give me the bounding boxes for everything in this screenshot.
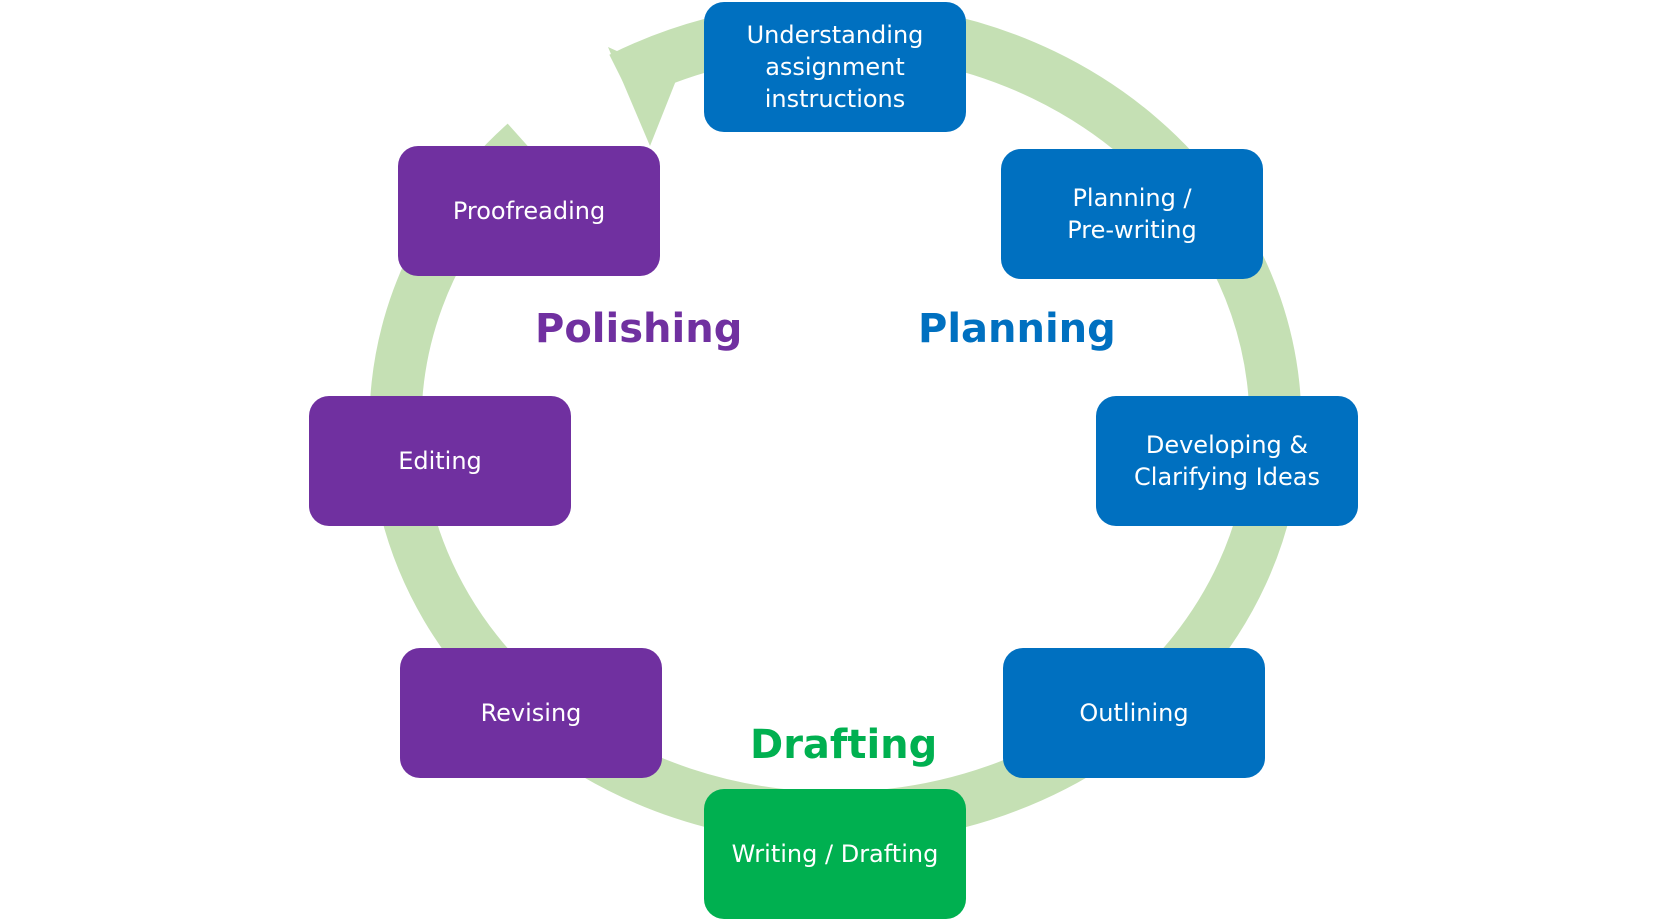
step-outlining: Outlining	[1003, 648, 1265, 778]
cycle-arrow-head-icon	[608, 47, 677, 146]
phase-label-drafting: Drafting	[750, 722, 938, 768]
phase-label-polishing: Polishing	[535, 306, 743, 352]
step-editing: Editing	[309, 396, 571, 526]
step-planning-prewriting: Planning / Pre-writing	[1001, 149, 1263, 279]
step-developing-clarifying-ideas: Developing & Clarifying Ideas	[1096, 396, 1358, 526]
step-understanding-assignment: Understanding assignment instructions	[704, 2, 966, 132]
step-revising: Revising	[400, 648, 662, 778]
step-proofreading: Proofreading	[398, 146, 660, 276]
step-writing-drafting: Writing / Drafting	[704, 789, 966, 919]
phase-label-planning: Planning	[918, 306, 1116, 352]
